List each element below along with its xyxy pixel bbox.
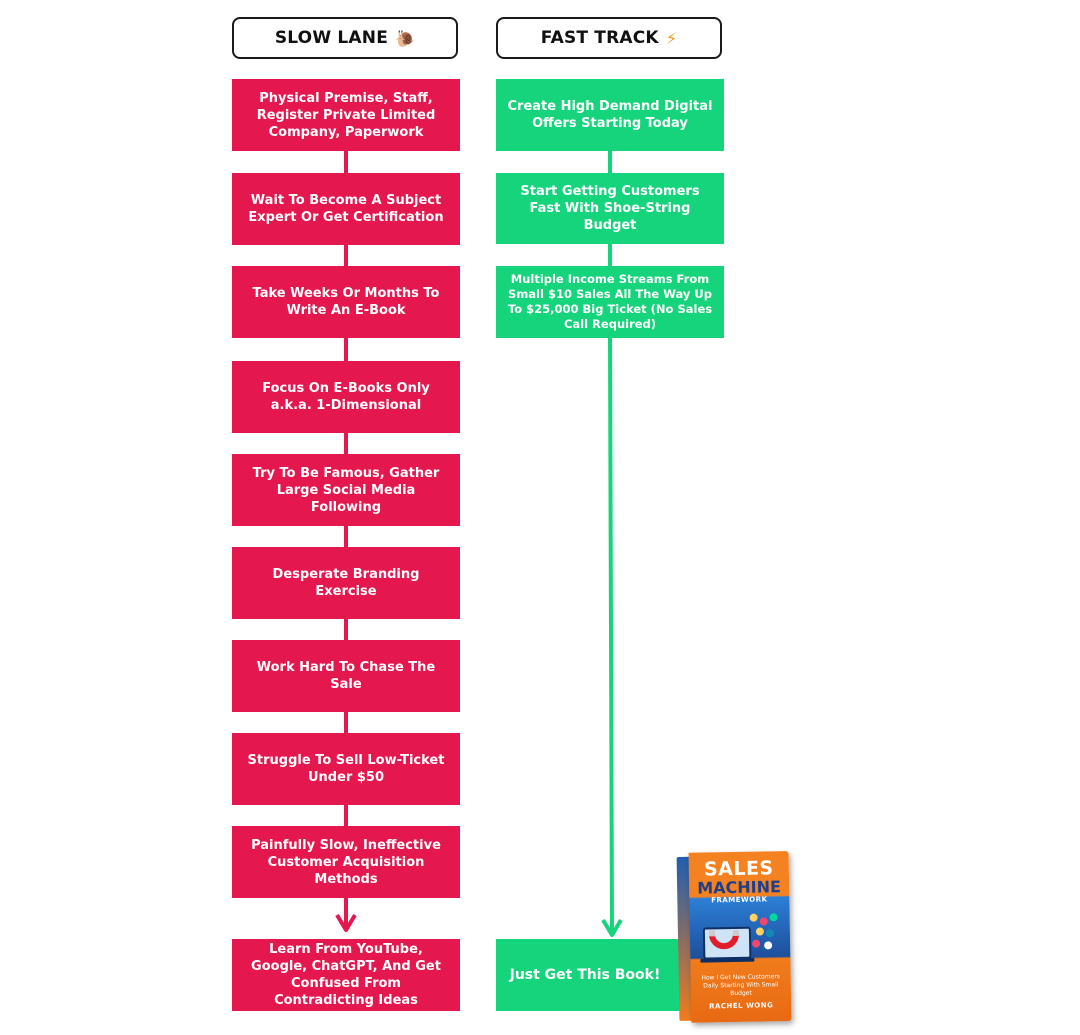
slow-step-6: Desperate Branding Exercise (232, 547, 460, 619)
slow-step-9: Painfully Slow, Ineffective Customer Acq… (232, 826, 460, 898)
slow-connector (344, 711, 348, 733)
fast-track-title: FAST TRACK (540, 28, 659, 48)
fast-step-1: Create High Demand Digital Offers Starti… (496, 79, 724, 151)
sales-machine-book-image: SALES MACHINE FRAMEWORK How I Get New Cu… (676, 851, 792, 1023)
slow-step-2: Wait To Become A Subject Expert Or Get C… (232, 173, 460, 245)
fast-final-arrow-head (601, 918, 623, 937)
magnet-laptop-illustration (700, 913, 778, 963)
slow-lane-header: SLOW LANE 🐌 (232, 17, 458, 59)
book-author: RACHEL WONG (708, 1001, 774, 1011)
slow-connector (344, 338, 348, 361)
fast-track-header: FAST TRACK ⚡ (496, 17, 722, 59)
slow-connector (344, 432, 348, 454)
slow-step-5: Try To Be Famous, Gather Large Social Me… (232, 454, 460, 526)
fast-step-2: Start Getting Customers Fast With Shoe-S… (496, 173, 724, 244)
slow-connector (344, 244, 348, 266)
slow-step-10: Learn From YouTube, Google, ChatGPT, And… (232, 939, 460, 1011)
fast-step-3: Multiple Income Streams From Small $10 S… (496, 266, 724, 338)
slow-connector (344, 618, 348, 640)
slow-connector (344, 151, 348, 173)
slow-step-3: Take Weeks Or Months To Write An E-Book (232, 266, 460, 338)
slow-lane-title: SLOW LANE (274, 28, 389, 48)
fast-connector (608, 151, 612, 173)
slow-step-1: Physical Premise, Staff, Register Privat… (232, 79, 460, 151)
book-subtitle: How I Get New Customers Daily Starting W… (701, 973, 781, 998)
snail-icon: 🐌 (395, 28, 416, 48)
slow-connector (344, 525, 348, 547)
book-cover: SALES MACHINE FRAMEWORK How I Get New Cu… (688, 851, 792, 1023)
book-title-line3: FRAMEWORK (711, 895, 768, 905)
slow-step-7: Work Hard To Chase The Sale (232, 640, 460, 712)
lightning-icon: ⚡ (665, 28, 678, 48)
slow-connector (344, 804, 348, 826)
fast-connector (608, 244, 612, 266)
fast-final-arrow-line (608, 337, 614, 934)
slow-step-8: Struggle To Sell Low-Ticket Under $50 (232, 733, 460, 805)
slow-step-4: Focus On E-Books Only a.k.a. 1-Dimension… (232, 361, 460, 433)
slow-final-arrow-head (335, 913, 357, 932)
